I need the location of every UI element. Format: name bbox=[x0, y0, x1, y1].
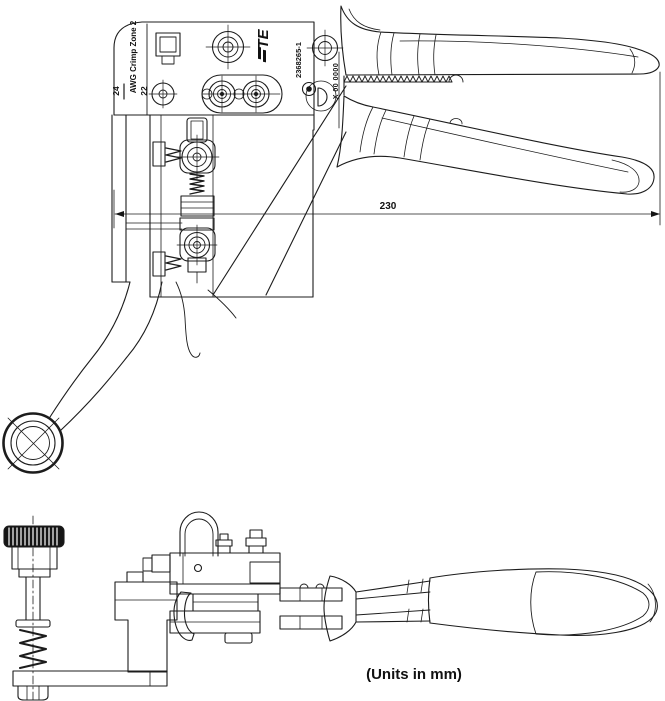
top-bolt-rear bbox=[245, 529, 267, 554]
return-spring-wire bbox=[175, 281, 201, 358]
te-logo-text: TE bbox=[255, 28, 272, 48]
date-code-label: X 00 0000 bbox=[333, 63, 340, 99]
clamp-bolt bbox=[155, 32, 181, 65]
dimension-230: 230 bbox=[113, 71, 661, 229]
wire-gauge-22-label: 22 bbox=[139, 86, 149, 96]
side-handle-grip bbox=[323, 568, 658, 642]
grip-inner-contour bbox=[530, 571, 650, 636]
upper-handle bbox=[340, 5, 660, 76]
pawl-hook bbox=[173, 591, 195, 641]
grip-bulb bbox=[427, 568, 658, 636]
dimension-value: 230 bbox=[380, 201, 397, 212]
knurl-lines bbox=[8, 527, 58, 546]
lower-handle bbox=[336, 95, 655, 195]
hex-nut bbox=[17, 685, 49, 701]
side-bolt-lower bbox=[152, 251, 182, 277]
side-body-block bbox=[114, 571, 178, 673]
crimp-zone-label: AWG Crimp Zone 2 bbox=[129, 20, 138, 93]
pivot-boss-circle bbox=[205, 24, 251, 70]
ratchet-pawl-boss bbox=[306, 29, 344, 67]
ratchet-teeth bbox=[343, 74, 464, 83]
dim-arrow-left bbox=[115, 211, 124, 217]
top-bolt-front bbox=[215, 533, 233, 554]
top-view: 230 AWG Crimp Zone 2 24 22 TE 2368265-1 … bbox=[2, 5, 661, 474]
side-mechanism bbox=[142, 511, 343, 644]
side-bolt-upper bbox=[152, 141, 182, 167]
grip-bell bbox=[323, 575, 357, 642]
te-logo: TE bbox=[255, 28, 272, 63]
wire-gauge-24-label: 24 bbox=[111, 86, 121, 96]
units-note: (Units in mm) bbox=[366, 666, 462, 683]
trigger-wire bbox=[207, 289, 237, 319]
adjustment-lever bbox=[49, 281, 163, 432]
side-knob-assembly bbox=[3, 515, 168, 701]
crimp-die-cavities bbox=[201, 74, 283, 114]
part-number-label: 2368265-1 bbox=[294, 42, 303, 78]
crimp-head-plate bbox=[113, 21, 344, 131]
linkage-plate bbox=[149, 85, 347, 298]
pivot-latch bbox=[301, 51, 345, 129]
locator-knob-top bbox=[2, 412, 64, 474]
spring-washer bbox=[15, 619, 51, 628]
feed-screw-thread bbox=[189, 173, 205, 195]
bail-loop bbox=[179, 511, 219, 557]
handle-rails bbox=[279, 583, 343, 630]
base-arm bbox=[12, 670, 168, 687]
side-view: (Units in mm) bbox=[3, 511, 658, 701]
dim-arrow-right bbox=[651, 211, 660, 217]
feed-mechanism bbox=[111, 51, 347, 358]
wire-stop-hole bbox=[148, 79, 178, 109]
coil-spring bbox=[19, 629, 47, 669]
